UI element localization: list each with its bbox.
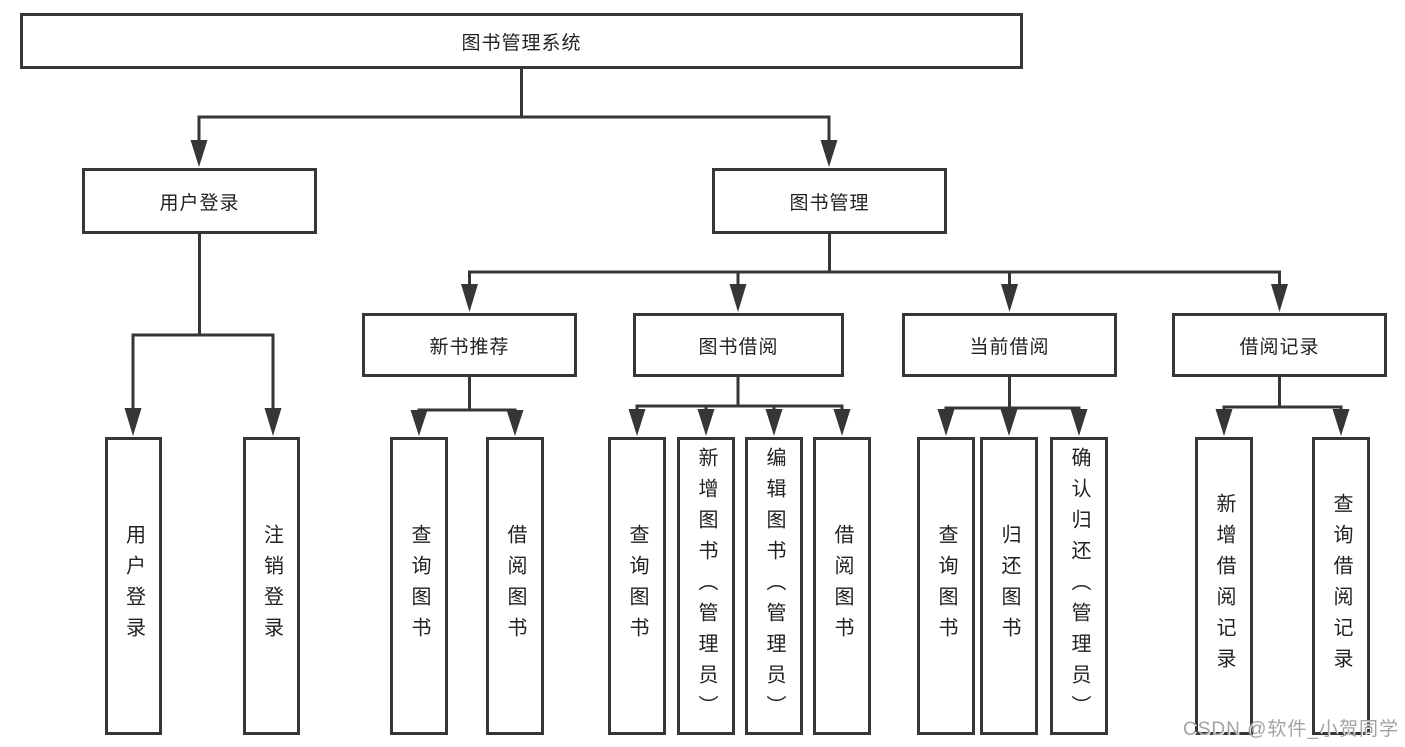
node-borrow-records: 借阅记录 bbox=[1172, 313, 1387, 377]
leaf-edit-book-admin: 编辑图书（管理员） bbox=[745, 437, 803, 735]
node-new-book-recommend-label: 新书推荐 bbox=[429, 336, 510, 358]
leaf-query-borrow-record-label: 查询借阅记录 bbox=[1330, 493, 1352, 679]
node-current-borrow-label: 当前借阅 bbox=[969, 336, 1050, 358]
node-book-borrow: 图书借阅 bbox=[633, 313, 844, 377]
leaf-user-login-label: 用户登录 bbox=[122, 524, 145, 648]
node-user-login-label: 用户登录 bbox=[159, 192, 240, 214]
leaf-borrow-books-label: 借阅图书 bbox=[831, 524, 853, 648]
node-book-management: 图书管理 bbox=[712, 168, 947, 234]
node-root-label: 图书管理系统 bbox=[461, 32, 582, 54]
node-borrow-records-label: 借阅记录 bbox=[1239, 336, 1320, 358]
connector-book-borrow-branch bbox=[628, 377, 851, 436]
node-book-borrow-label: 图书借阅 bbox=[698, 336, 779, 358]
leaf-add-book-admin: 新增图书（管理员） bbox=[677, 437, 735, 735]
csdn-watermark: CSDN @软件_小贺同学 bbox=[1183, 719, 1399, 740]
leaf-query-books-current: 查询图书 bbox=[917, 437, 975, 735]
leaf-query-books-recommend-label: 查询图书 bbox=[408, 524, 430, 648]
leaf-borrow-books-recommend-label: 借阅图书 bbox=[504, 524, 526, 648]
leaf-add-book-admin-label: 新增图书（管理员） bbox=[695, 446, 717, 726]
leaf-logout: 注销登录 bbox=[243, 437, 300, 735]
leaf-return-book-label: 归还图书 bbox=[998, 524, 1020, 648]
node-book-management-label: 图书管理 bbox=[789, 192, 870, 214]
connector-user-login-branch bbox=[124, 233, 282, 436]
connector-current-borrow-branch bbox=[937, 377, 1088, 436]
leaf-return-book: 归还图书 bbox=[980, 437, 1038, 735]
connector-book-management-branch bbox=[461, 233, 1288, 312]
connector-new-book-branch bbox=[410, 377, 524, 436]
leaf-query-books-current-label: 查询图书 bbox=[935, 524, 957, 648]
leaf-user-login: 用户登录 bbox=[105, 437, 162, 735]
leaf-confirm-return-admin: 确认归还（管理员） bbox=[1050, 437, 1108, 735]
leaf-confirm-return-admin-label: 确认归还（管理员） bbox=[1068, 446, 1090, 726]
leaf-add-borrow-record: 新增借阅记录 bbox=[1195, 437, 1253, 735]
node-user-login: 用户登录 bbox=[82, 168, 317, 234]
leaf-query-borrow-record: 查询借阅记录 bbox=[1312, 437, 1370, 735]
leaf-edit-book-admin-label: 编辑图书（管理员） bbox=[763, 446, 785, 726]
leaf-query-books-borrow: 查询图书 bbox=[608, 437, 666, 735]
leaf-logout-label: 注销登录 bbox=[260, 524, 283, 648]
node-current-borrow: 当前借阅 bbox=[902, 313, 1117, 377]
leaf-query-books-borrow-label: 查询图书 bbox=[626, 524, 648, 648]
node-root: 图书管理系统 bbox=[20, 13, 1023, 69]
node-new-book-recommend: 新书推荐 bbox=[362, 313, 577, 377]
connector-borrow-records-branch bbox=[1215, 377, 1350, 436]
leaf-borrow-books-recommend: 借阅图书 bbox=[486, 437, 544, 735]
connector-root-to-modules bbox=[190, 66, 838, 167]
leaf-add-borrow-record-label: 新增借阅记录 bbox=[1213, 493, 1235, 679]
leaf-query-books-recommend: 查询图书 bbox=[390, 437, 448, 735]
leaf-borrow-books: 借阅图书 bbox=[813, 437, 871, 735]
